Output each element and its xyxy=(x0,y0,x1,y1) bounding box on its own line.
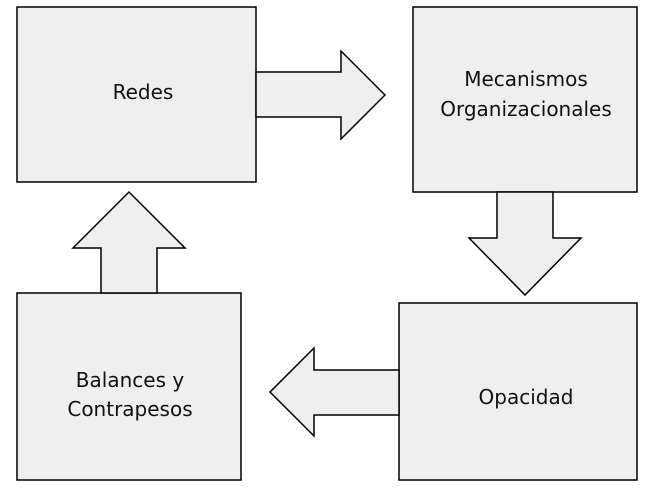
mecanismos-organizacionales-box xyxy=(412,6,638,193)
balances-label-line-1: Balances y xyxy=(76,368,185,392)
arrow-left xyxy=(268,346,400,438)
balances-label-line-2: Contrapesos xyxy=(67,397,192,421)
redes-label: Redes xyxy=(113,80,174,104)
opacidad-box xyxy=(398,302,638,481)
redes-box xyxy=(16,6,257,183)
mecanismos-label-line-1: Mecanismos xyxy=(464,67,588,91)
arrow-right xyxy=(255,49,387,141)
arrow-up xyxy=(71,190,187,294)
arrow-down xyxy=(467,191,583,297)
balances-contrapesos-box xyxy=(16,292,242,481)
opacidad-label: Opacidad xyxy=(479,385,574,409)
mecanismos-label-line-2: Organizacionales xyxy=(440,97,612,121)
